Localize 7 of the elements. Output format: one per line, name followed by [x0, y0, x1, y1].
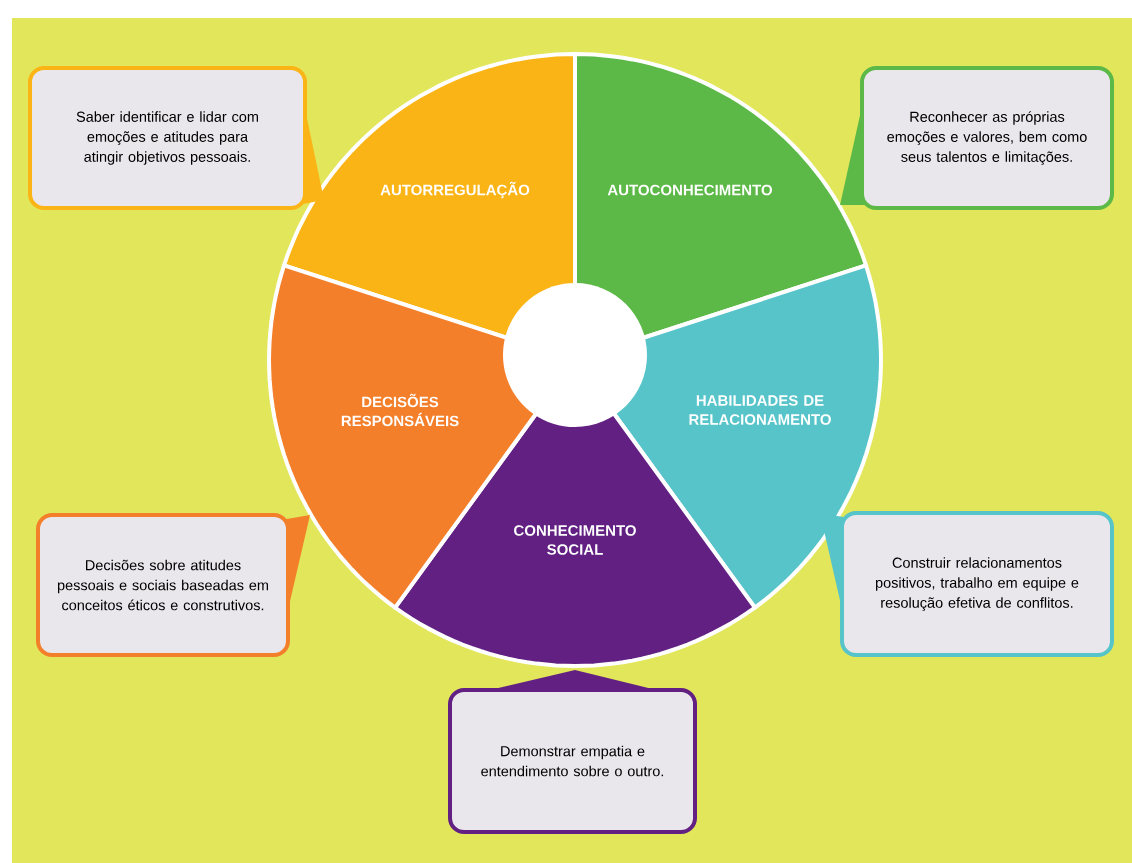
callout-box: Construir relacionamentos positivos, trabalho em equipe e resolução efetiva de conflitos. [820, 511, 1114, 657]
center-circle [503, 283, 647, 427]
callout-box: Demonstrar empatia e entendimento sobre o outro. [448, 670, 697, 834]
callout-box: Reconhecer as próprias emoções e valores, bem como seus talentos e limitações. [840, 66, 1114, 210]
callout-box: Decisões sobre atitudes pessoais e sociais baseadas em conceitos éticos e construtivos. [36, 513, 310, 657]
callout-box: Saber identificar e lidar com emoções e atitudes para atingir objetivos pessoais. [28, 66, 324, 210]
wedge-segment: AUTOCONHECIMENTO [573, 52, 868, 362]
